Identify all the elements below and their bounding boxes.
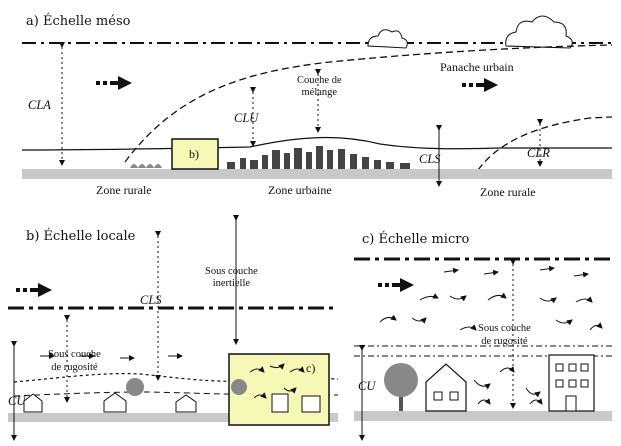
panel-meso — [21, 15, 613, 187]
sous-couche-rugosite-micro-label: Sous couche de rugosité — [478, 323, 531, 347]
inset-b-box — [171, 138, 219, 170]
cu-local-label: CU — [8, 394, 26, 408]
panache-label: Panache urbain — [440, 60, 514, 74]
cloud-right — [505, 15, 573, 49]
local-flow-arrows — [40, 353, 305, 399]
inset-c-label: c) — [306, 361, 316, 375]
zone-urbaine-label: Zone urbaine — [268, 183, 332, 197]
clr-label: CLR — [527, 146, 550, 160]
local-tree-2 — [231, 379, 247, 395]
micro-flow-arrows — [379, 265, 603, 405]
couche-melange-label: Couche de mélange — [297, 75, 342, 98]
micro-tree-trunk — [399, 392, 403, 411]
wind-arrow-left — [96, 76, 132, 90]
clr-curve — [477, 116, 613, 171]
panel-micro — [354, 257, 612, 441]
zone-rurale-left-label: Zone rurale — [96, 183, 152, 197]
zone-rurale-right-label: Zone rurale — [480, 185, 536, 199]
rugosity-curve — [13, 373, 339, 383]
sous-couche-rugosite-local-label: Sous couche de rugosité — [48, 349, 101, 373]
micro-building-windows — [555, 363, 589, 412]
micro-title: c) Échelle micro — [362, 232, 470, 247]
meso-title: a) Échelle méso — [26, 14, 131, 29]
clu-label: CLU — [234, 111, 259, 125]
inset-b-label: b) — [189, 147, 199, 161]
wind-arrow-right — [462, 78, 498, 92]
local-tree — [126, 378, 144, 396]
panel-locale — [8, 215, 339, 441]
ground-locale — [8, 413, 338, 422]
cloud-left — [367, 29, 408, 49]
locale-title: b) Échelle locale — [26, 229, 136, 244]
wind-arrow-micro — [378, 278, 414, 292]
rural-vegetation — [130, 164, 162, 168]
ground-micro — [354, 411, 612, 421]
micro-house-window-2 — [449, 391, 459, 401]
cla-label: CLA — [28, 98, 51, 112]
cls-local-label: CLS — [140, 293, 162, 307]
sous-couche-inertielle-label: Sous couche inertielle — [205, 266, 258, 289]
micro-house — [425, 363, 467, 412]
ground-meso — [22, 169, 612, 179]
micro-house-window — [433, 391, 443, 401]
wind-arrow-local — [16, 283, 52, 297]
cls-meso-label: CLS — [419, 152, 441, 166]
cu-micro-label: CU — [358, 379, 376, 393]
local-houses — [23, 392, 321, 413]
urban-buildings — [227, 146, 410, 169]
mixing-layer-curve — [124, 44, 613, 163]
micro-tree — [384, 363, 418, 397]
